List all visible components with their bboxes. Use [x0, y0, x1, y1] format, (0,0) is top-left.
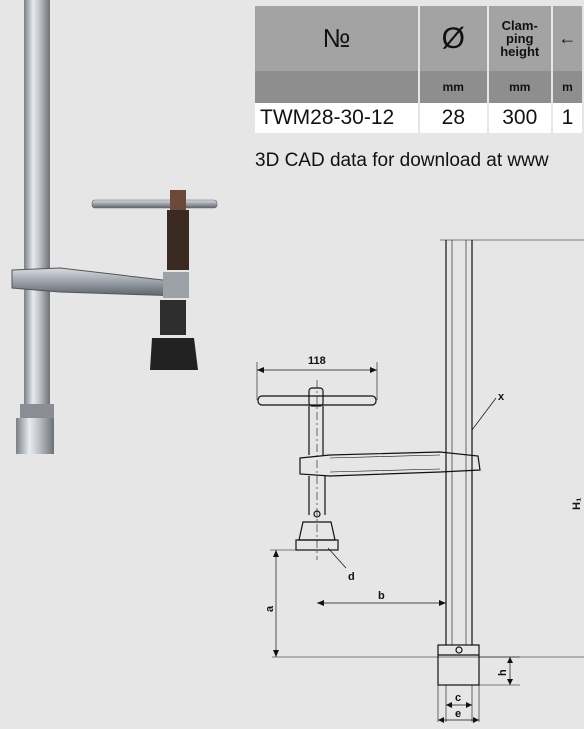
product-photo — [11, 0, 218, 454]
cad-download-note: 3D CAD data for download at www — [255, 150, 549, 171]
label-h1: H₁ — [571, 497, 583, 510]
header-clamping-height: Clam- ping height — [487, 6, 553, 71]
header-diameter: Ø — [419, 6, 489, 71]
unit-diameter: mm — [419, 71, 489, 103]
clamp-line-2: ping — [506, 31, 534, 46]
table-units-row: mm mm m — [255, 71, 584, 103]
unit-next: m — [551, 71, 584, 103]
table-header-row: № Ø Clam- ping height ← — [255, 6, 584, 71]
label-b: b — [378, 590, 385, 602]
label-d: d — [348, 571, 355, 583]
cell-clamping-height: 300 — [487, 103, 553, 133]
cell-next: 1 — [551, 103, 584, 133]
table-row: TWM28-30-12 28 300 1 — [255, 103, 584, 133]
label-h: h — [497, 669, 509, 676]
cell-no: TWM28-30-12 — [255, 103, 420, 133]
label-x: x — [498, 391, 505, 403]
dim-118-label: 118 — [308, 355, 326, 367]
spec-table: № Ø Clam- ping height ← mm mm m TWM28-30… — [255, 6, 584, 133]
unit-clamping-height: mm — [487, 71, 553, 103]
unit-no — [255, 71, 420, 103]
label-e: e — [455, 708, 461, 720]
clamp-line-3: height — [500, 44, 540, 59]
label-c: c — [455, 692, 461, 704]
cell-diameter: 28 — [419, 103, 489, 133]
header-next: ← — [551, 6, 584, 71]
label-a: a — [264, 605, 276, 612]
clamp-line-1: Clam- — [501, 18, 538, 33]
header-no: № — [255, 6, 420, 71]
